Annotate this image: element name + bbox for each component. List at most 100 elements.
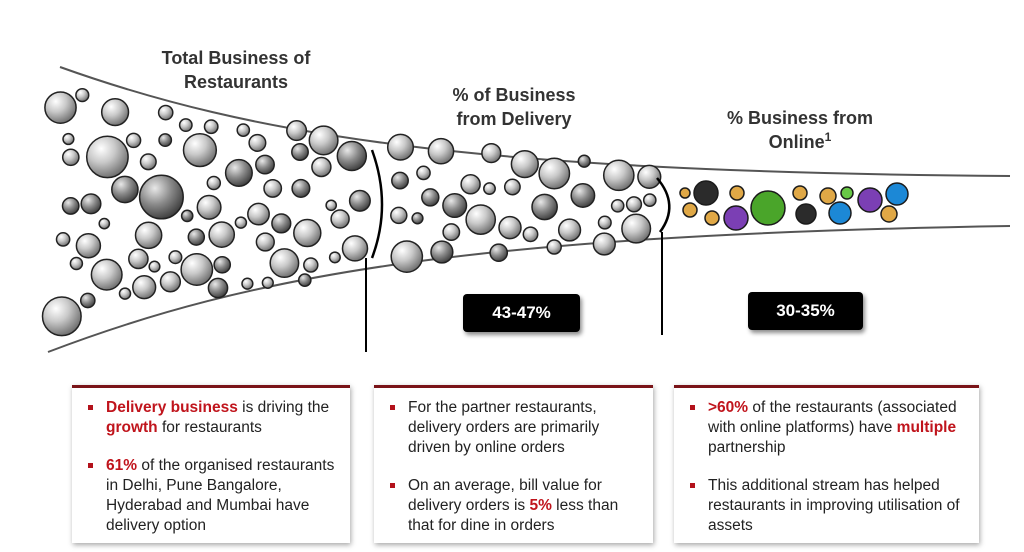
- bubble: [483, 182, 496, 196]
- bullet-item: 61% of the organised restaurants in Delh…: [86, 456, 338, 536]
- bubble: [592, 232, 616, 256]
- bubble: [348, 189, 371, 212]
- bullet-text: of the organised restaurants in Delhi, P…: [106, 457, 335, 534]
- bubble: [158, 133, 173, 148]
- bubble: [90, 258, 123, 291]
- bubble: [311, 156, 332, 178]
- stat-delivery-share: 43-47%: [463, 294, 580, 332]
- bubble: [625, 196, 643, 213]
- bubble: [75, 87, 90, 103]
- bubble: [510, 149, 539, 179]
- bubble: [498, 215, 522, 240]
- bullet-item: >60% of the restaurants (associated with…: [688, 398, 967, 458]
- bubble: [168, 250, 183, 265]
- bubble: [128, 248, 149, 270]
- bubble: [236, 123, 251, 137]
- bubble: [138, 174, 184, 220]
- bubble: [213, 255, 232, 274]
- highlight-text: 61%: [106, 457, 138, 474]
- online-bubble: [880, 205, 898, 223]
- bubble: [427, 137, 455, 165]
- bullet-item: On an average, bill value for delivery o…: [388, 476, 641, 536]
- bubble: [297, 273, 312, 287]
- bubble: [98, 217, 111, 230]
- bubble: [465, 204, 497, 235]
- online-bubble: [795, 203, 817, 225]
- online-bubbles: [679, 180, 909, 231]
- bubble: [62, 132, 75, 146]
- online-bubble: [682, 202, 698, 218]
- bubble: [430, 240, 454, 264]
- online-bubble: [750, 190, 786, 226]
- bubble: [522, 226, 539, 243]
- bullet-text: partnership: [708, 439, 786, 456]
- bubble: [159, 271, 182, 293]
- card-total-business-bullets: Delivery business is driving the growth …: [86, 398, 338, 536]
- highlight-text: >60%: [708, 399, 749, 416]
- bubble: [291, 143, 309, 161]
- bubble: [637, 164, 662, 189]
- highlight-text: Delivery business: [106, 399, 238, 416]
- bubble: [538, 157, 571, 190]
- heading-online-footnote: 1: [824, 130, 832, 144]
- heading-online-business: % Business from Online1: [700, 106, 900, 154]
- bubble: [44, 91, 77, 124]
- bubble: [546, 239, 562, 255]
- bubble: [336, 140, 368, 172]
- bullet-item: This additional stream has helped restau…: [688, 476, 967, 536]
- bubble: [178, 118, 193, 133]
- bubble: [111, 175, 139, 204]
- bubble: [442, 192, 468, 219]
- bubble: [481, 142, 502, 164]
- bubble: [234, 216, 248, 229]
- restaurant-bubbles: [41, 87, 662, 337]
- bubble: [325, 199, 338, 212]
- highlight-text: 5%: [529, 497, 552, 514]
- bubble: [85, 135, 129, 179]
- bubble: [577, 154, 591, 168]
- online-bubble: [704, 210, 720, 226]
- bullet-text: is driving the: [237, 399, 330, 416]
- bubble: [597, 215, 612, 230]
- card-delivery-business: For the partner restaurants, delivery or…: [374, 385, 653, 543]
- online-bubble: [840, 186, 854, 200]
- bubble: [386, 133, 415, 161]
- bubble: [255, 154, 275, 175]
- bubble: [291, 178, 311, 198]
- bullet-text: On an average, bill value for delivery o…: [408, 477, 602, 514]
- bubble: [263, 178, 283, 198]
- bubble: [187, 228, 206, 246]
- stat-online-share: 30-35%: [748, 292, 863, 330]
- bubble: [261, 276, 274, 289]
- bubble: [269, 248, 300, 279]
- bubble: [125, 132, 142, 149]
- bubble: [341, 235, 369, 262]
- bubble: [303, 257, 319, 273]
- bubble: [79, 292, 96, 309]
- bubble: [134, 221, 163, 250]
- online-bubble: [729, 185, 745, 201]
- highlight-text: growth: [106, 419, 158, 436]
- funnel-bottom-edge: [47, 225, 1011, 353]
- highlight-text: multiple: [896, 419, 957, 436]
- bullet-item: For the partner restaurants, delivery or…: [388, 398, 641, 458]
- bubble: [460, 174, 481, 195]
- card-total-business: Delivery business is driving the growth …: [72, 385, 350, 543]
- bubble: [271, 213, 292, 234]
- bullet-text: For the partner restaurants, delivery or…: [408, 399, 600, 456]
- bubble: [196, 194, 222, 220]
- bubble: [390, 206, 408, 225]
- bubble: [61, 196, 80, 215]
- bubble: [330, 209, 350, 229]
- bubble: [286, 120, 308, 142]
- bubble: [180, 253, 214, 286]
- bubble: [203, 119, 219, 135]
- bubble: [75, 232, 102, 259]
- bullet-text: of the restaurants (associated with onli…: [708, 399, 957, 436]
- card-delivery-business-bullets: For the partner restaurants, delivery or…: [388, 398, 641, 536]
- bubble: [55, 232, 71, 247]
- bubble: [642, 193, 657, 207]
- bubble: [570, 183, 596, 208]
- bubble: [328, 251, 341, 264]
